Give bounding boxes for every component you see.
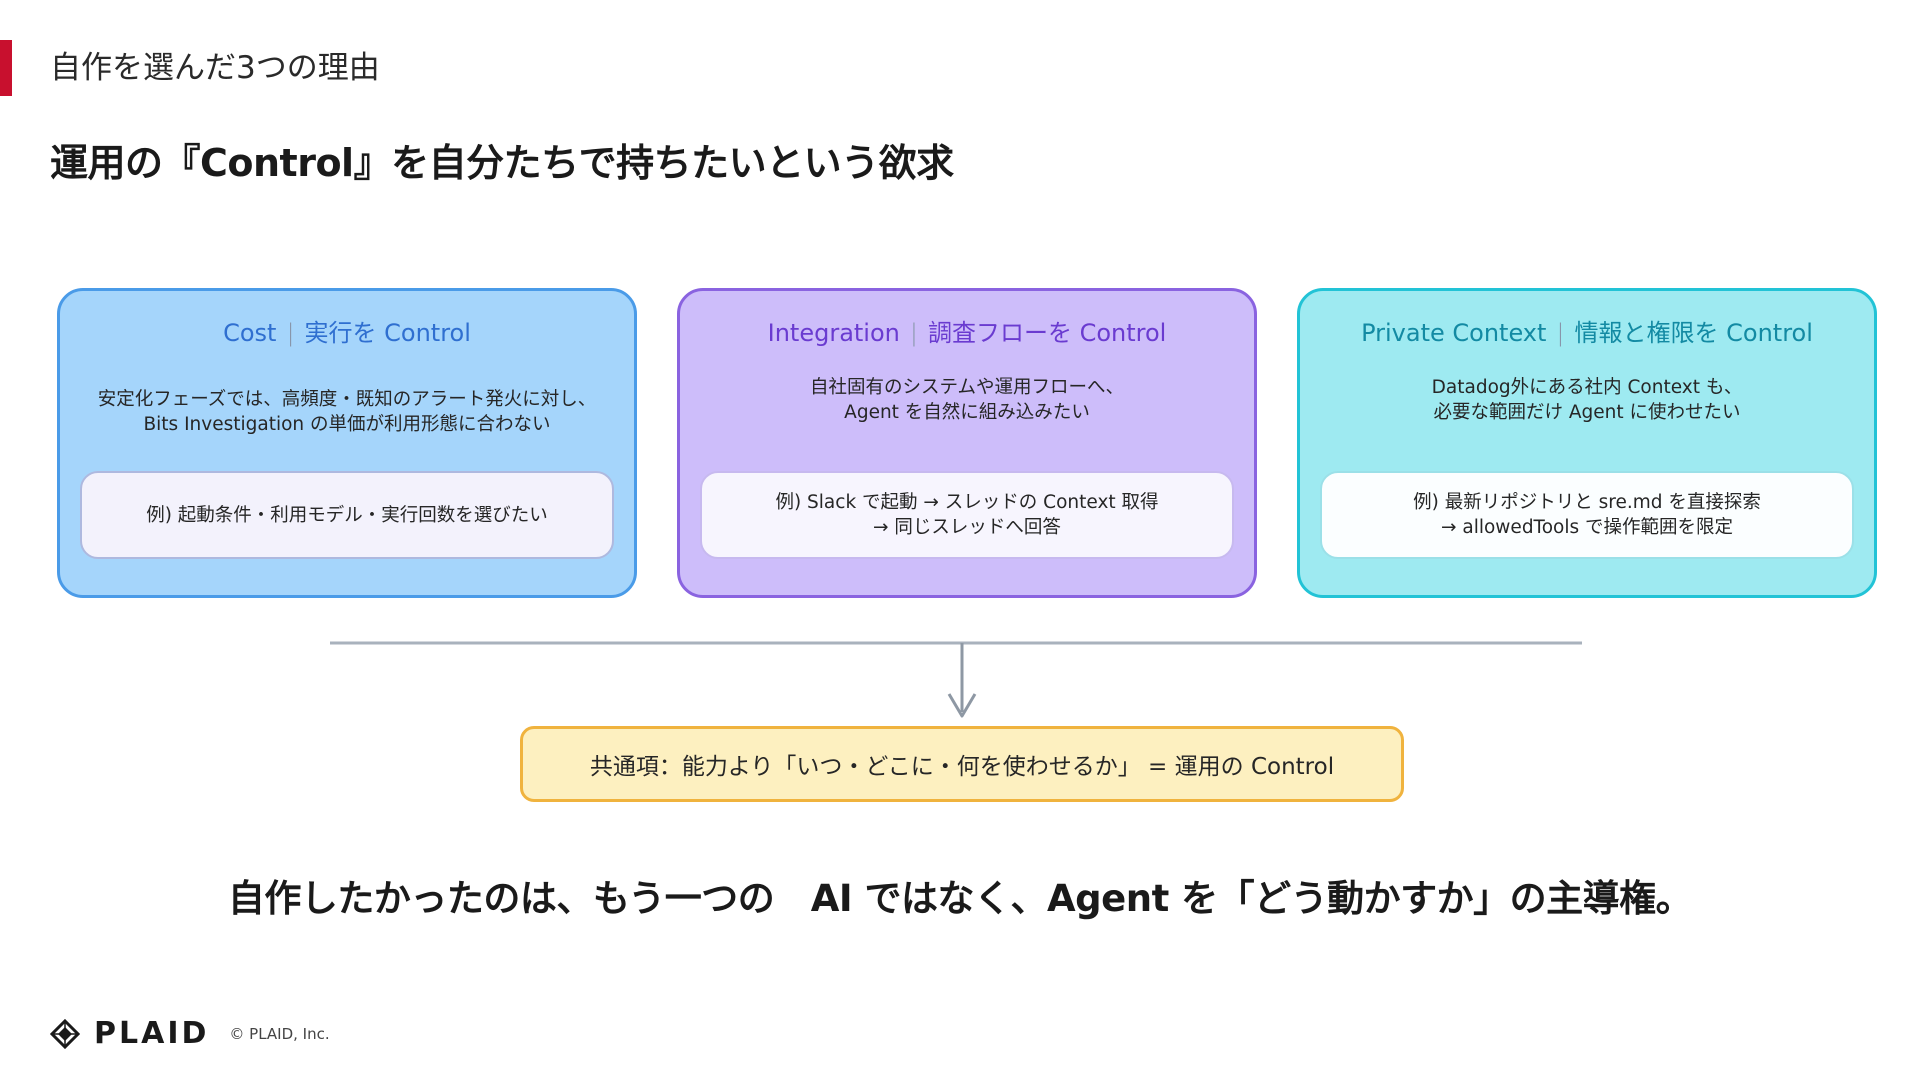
card-integration-title: Integration | 調査フローを Control	[680, 313, 1254, 348]
example-line: 例) 最新リポジトリと sre.md を直接探索	[1413, 492, 1761, 513]
arrow-down-icon	[947, 693, 977, 718]
accent-bar	[0, 40, 12, 96]
common-point-text: 共通項：能力より「いつ・どこに・何を使わせるか」 = 運用の Control	[589, 754, 1335, 780]
card-integration: Integration | 調査フローを Control 自社固有のシステムや運用フ…	[677, 288, 1257, 598]
copyright: © PLAID, Inc.	[229, 1024, 330, 1043]
page-headline: 運用の『Control』を自分たちで持ちたいという欲求	[50, 141, 954, 185]
card-cost-title-en: Cost	[223, 319, 277, 347]
card-integration-description: 自社固有のシステムや運用フローへ、 Agent を自然に組み込みたい	[690, 375, 1244, 425]
card-private-context: Private Context | 情報と権限を Control Datadog外に…	[1297, 288, 1877, 598]
example-line: 例) Slack で起動 → スレッドの Context 取得	[775, 492, 1159, 513]
card-cost-description: 安定化フェーズでは、高頻度・既知のアラート発火に対し、 Bits Investi…	[70, 387, 624, 437]
card-integration-title-en: Integration	[767, 319, 900, 347]
desc-line: 安定化フェーズでは、高頻度・既知のアラート発火に対し、	[97, 389, 597, 410]
card-private-example: 例) 最新リポジトリと sre.md を直接探索 → allowedTools …	[1320, 471, 1854, 559]
title-separator: |	[1556, 319, 1565, 347]
plaid-logo-icon	[50, 1018, 80, 1049]
desc-line: 必要な範囲だけ Agent に使わせたい	[1433, 402, 1741, 423]
card-cost-example: 例) 起動条件・利用モデル・実行回数を選びたい	[80, 471, 614, 559]
card-cost-title: Cost | 実行を Control	[60, 313, 634, 348]
title-separator: |	[909, 319, 918, 347]
title-separator: |	[286, 319, 295, 347]
card-private-title-jp: 情報と権限を Control	[1574, 319, 1813, 347]
desc-line: Agent を自然に組み込みたい	[844, 402, 1090, 423]
desc-line: Bits Investigation の単価が利用形態に合わない	[143, 414, 551, 435]
card-private-title: Private Context | 情報と権限を Control	[1300, 313, 1874, 348]
card-integration-title-jp: 調査フローを Control	[927, 319, 1167, 347]
desc-line: 自社固有のシステムや運用フローへ、	[810, 377, 1124, 398]
card-integration-example: 例) Slack で起動 → スレッドの Context 取得 → 同じスレッド…	[700, 471, 1234, 559]
common-point-box: 共通項：能力より「いつ・どこに・何を使わせるか」 = 運用の Control	[520, 726, 1404, 802]
section-title: 自作を選んだ3つの理由	[50, 50, 380, 86]
card-private-description: Datadog外にある社内 Context も、 必要な範囲だけ Agent に…	[1310, 375, 1864, 425]
logo-text: PLAID	[94, 1016, 210, 1051]
desc-line: Datadog外にある社内 Context も、	[1431, 377, 1743, 398]
example-line: → 同じスレッドへ回答	[873, 517, 1061, 538]
card-private-title-en: Private Context	[1361, 319, 1547, 347]
example-line: → allowedTools で操作範囲を限定	[1440, 517, 1734, 538]
card-cost: Cost | 実行を Control 安定化フェーズでは、高頻度・既知のアラート発火…	[57, 288, 637, 598]
conclusion-text: 自作したかったのは、もう一つの AI ではなく、Agent を「どう動かすか」の…	[227, 877, 1693, 920]
card-cost-title-jp: 実行を Control	[304, 319, 471, 347]
example-line: 例) 起動条件・利用モデル・実行回数を選びたい	[146, 504, 548, 526]
footer: PLAID © PLAID, Inc.	[50, 1016, 330, 1051]
